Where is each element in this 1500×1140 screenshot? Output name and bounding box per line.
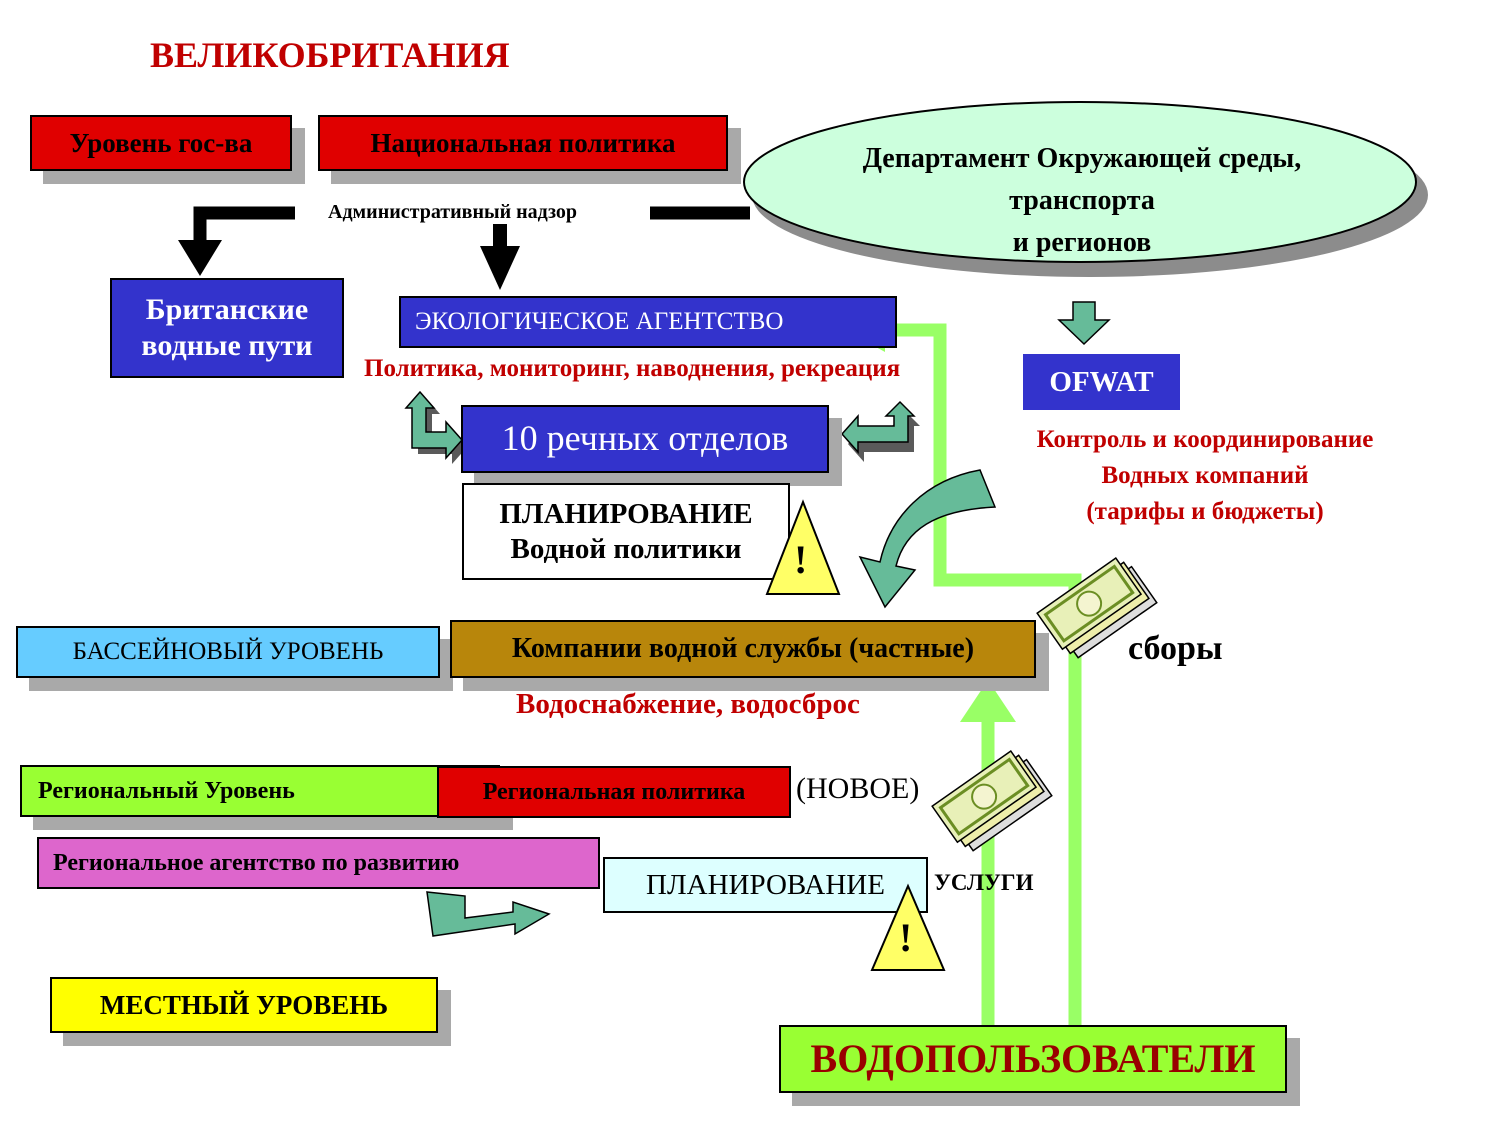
warning-symbol: !: [899, 915, 913, 960]
warning-symbol: !: [794, 537, 808, 582]
water-policy-planning-box: ПЛАНИРОВАНИЕ Водной политики: [462, 483, 790, 580]
ofwat-functions-line1: Контроль и координирование: [1036, 426, 1374, 453]
planning-label: ПЛАНИРОВАНИЕ: [646, 868, 885, 901]
british-waterways-box: Британские водные пути: [110, 278, 344, 378]
ofwat-label: OFWAT: [1049, 365, 1154, 398]
new-label: (НОВОЕ): [796, 772, 920, 805]
river-departments-label: 10 речных отделов: [501, 418, 789, 459]
water-users-label: ВОДОПОЛЬЗОВАТЕЛИ: [810, 1036, 1256, 1081]
regional-agency-box: Региональное агентство по развитию: [37, 837, 600, 889]
basin-level-box: БАССЕЙНОВЫЙ УРОВЕНЬ: [16, 626, 440, 678]
british-waterways-line2: водные пути: [141, 329, 313, 362]
right-curved-arrow-icon: [840, 400, 920, 462]
water-companies-box: Компании водной службы (частные): [450, 620, 1036, 678]
regional-level-box: Региональный Уровень: [20, 765, 500, 817]
national-policy-label: Национальная политика: [370, 127, 676, 158]
department-line1: Департамент Окружающей среды,: [862, 143, 1302, 174]
regional-level-label: Региональный Уровень: [38, 777, 295, 804]
state-level-label: Уровень гос-ва: [69, 127, 253, 158]
warning-icon: [765, 499, 841, 595]
ofwat-box: OFWAT: [1023, 354, 1180, 410]
regional-policy-label: Региональная политика: [482, 778, 746, 805]
ofwat-functions: Контроль и координирование Водных компан…: [1000, 422, 1410, 530]
money-icon: [931, 750, 1053, 852]
money-icon: [1036, 557, 1158, 659]
left-curved-arrow-icon: [404, 390, 468, 464]
department-line3: и регионов: [1012, 227, 1152, 258]
water-policy-planning-line1: ПЛАНИРОВАНИЕ: [499, 497, 753, 530]
ofwat-functions-line3: (тарифы и бюджеты): [1086, 498, 1324, 525]
state-level-box: Уровень гос-ва: [30, 115, 292, 171]
environment-agency-label: ЭКОЛОГИЧЕСКОЕ АГЕНТСТВО: [415, 308, 784, 335]
environment-agency-box: ЭКОЛОГИЧЕСКОЕ АГЕНТСТВО: [399, 296, 897, 348]
department-line2: транспорта: [1009, 185, 1155, 216]
warning-icon: [870, 883, 946, 971]
services-label: УСЛУГИ: [934, 870, 1034, 895]
ofwat-functions-line2: Водных компаний: [1101, 462, 1309, 489]
water-users-box: ВОДОПОЛЬЗОВАТЕЛИ: [779, 1025, 1287, 1093]
department-ellipse: [743, 101, 1428, 277]
water-companies-label: Компании водной службы (частные): [511, 633, 975, 665]
agency-functions: Политика, мониторинг, наводнения, рекреа…: [364, 355, 901, 382]
basin-level-label: БАССЕЙНОВЫЙ УРОВЕНЬ: [72, 638, 384, 665]
page-title: ВЕЛИКОБРИТАНИЯ: [150, 35, 510, 75]
water-policy-planning-line2: Водной политики: [510, 532, 742, 565]
planning-box: ПЛАНИРОВАНИЕ: [603, 857, 928, 913]
local-level-label: МЕСТНЫЙ УРОВЕНЬ: [99, 989, 389, 1020]
regional-agency-label: Региональное агентство по развитию: [53, 849, 460, 876]
bent-arrow-icon: [426, 891, 551, 937]
national-policy-box: Национальная политика: [318, 115, 728, 171]
department-text: Департамент Окружающей среды, транспорта…: [740, 138, 1424, 264]
british-waterways-line1: Британские: [145, 293, 309, 326]
curved-arrow-icon: [858, 469, 997, 609]
down-arrow-icon: [1057, 301, 1111, 346]
fees-label: сборы: [1128, 630, 1223, 667]
admin-supervision-label: Административный надзор: [328, 201, 578, 223]
local-level-box: МЕСТНЫЙ УРОВЕНЬ: [50, 977, 438, 1033]
companies-functions: Водоснабжение, водосброс: [516, 688, 860, 720]
river-departments-box: 10 речных отделов: [461, 405, 829, 473]
regional-policy-box: Региональная политика: [437, 766, 791, 818]
